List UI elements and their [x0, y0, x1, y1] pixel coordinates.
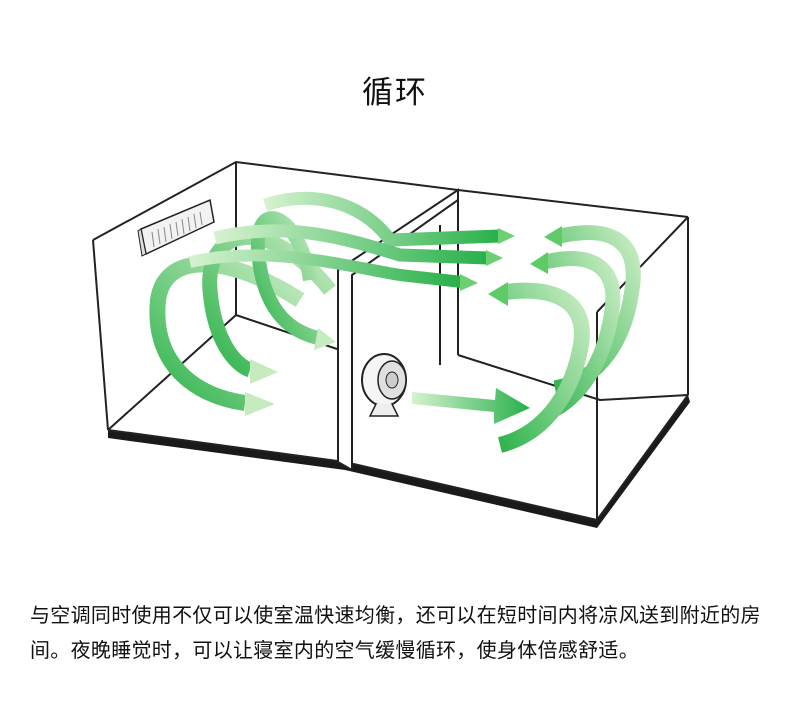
fan-airflow	[412, 388, 530, 424]
airflow-left-room	[149, 211, 336, 416]
airflow-right-room	[488, 225, 641, 453]
airflow-over-partition	[188, 191, 515, 291]
description-text: 与空调同时使用不仅可以使室温快速均衡，还可以在短时间内将凉风送到附近的房间。夜晚…	[30, 603, 761, 662]
page-title: 循环	[362, 74, 428, 111]
air-conditioner-icon	[137, 198, 215, 257]
floor-slab	[108, 395, 690, 528]
circulator-fan-icon	[361, 353, 407, 417]
circulation-diagram	[92, 160, 690, 528]
partition-wall	[337, 188, 459, 472]
